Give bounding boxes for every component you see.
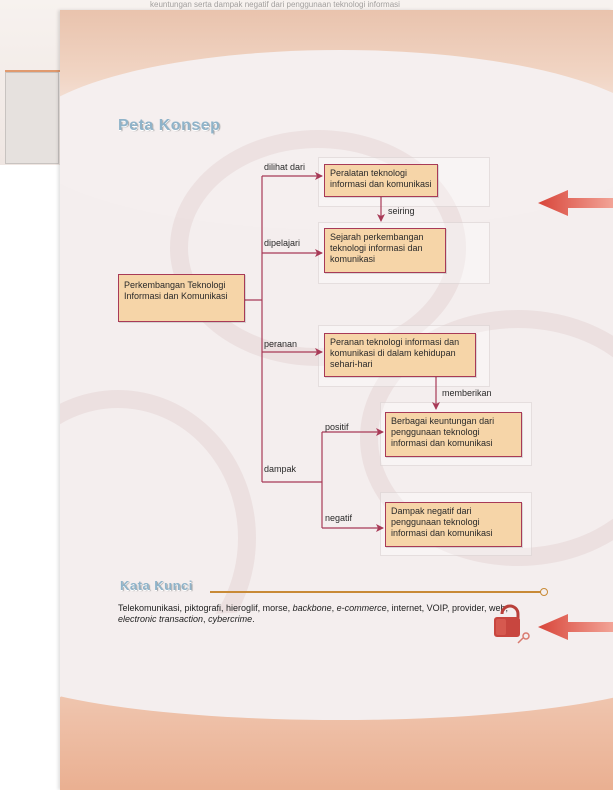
- node-sejarah: Sejarah perkembangan teknologi informasi…: [324, 228, 446, 273]
- node-dampak-negatif: Dampak negatif dari penggunaan teknologi…: [385, 502, 522, 547]
- red-pointer-arrow-icon: [538, 190, 613, 216]
- kata-kunci-term: , internet, VOIP, provider, web,: [386, 603, 509, 613]
- concept-map-title: Peta Konsep: [118, 117, 221, 134]
- main-page: [60, 10, 613, 790]
- node-peranan: Peranan teknologi informasi dan komunika…: [324, 333, 476, 377]
- kata-kunci-term: ,: [203, 614, 209, 624]
- kata-kunci-rule: [210, 591, 543, 593]
- kata-kunci-rule-end: [540, 588, 548, 596]
- kata-kunci-term: backbone: [292, 603, 332, 613]
- red-pointer-arrow-icon: [538, 614, 613, 640]
- edge-label-memberikan: memberikan: [442, 388, 492, 398]
- edge-label-positif: positif: [325, 422, 349, 432]
- edge-label-peranan: peranan: [264, 339, 298, 349]
- kata-kunci-term: e-commerce: [336, 603, 387, 613]
- edge-label-dipelajari: dipelajari: [264, 238, 301, 248]
- kata-kunci-term: ,: [331, 603, 337, 613]
- kata-kunci-term: .: [252, 614, 255, 624]
- node-keuntungan: Berbagai keuntungan dari penggunaan tekn…: [385, 412, 522, 457]
- page-bottom-arc: [60, 610, 613, 720]
- edge-label-seiring: seiring: [388, 206, 415, 216]
- edge-label-dilihat-dari: dilihat dari: [264, 162, 306, 172]
- back-page-tab: [5, 72, 59, 164]
- kata-kunci-title: Kata Kunci: [120, 578, 193, 593]
- node-peralatan: Peralatan teknologi informasi dan komuni…: [324, 164, 438, 197]
- kata-kunci-term: electronic transaction: [118, 614, 204, 624]
- kata-kunci-term: cybercrime: [208, 614, 253, 624]
- node-root: Perkembangan Teknologi Informasi dan Kom…: [118, 274, 245, 322]
- kata-kunci-terms: Telekomunikasi, piktografi, hieroglif, m…: [118, 603, 518, 625]
- padlock-key-icon: [494, 604, 530, 644]
- kata-kunci-term: Telekomunikasi, piktografi, hieroglif, m…: [118, 603, 293, 613]
- edge-label-negatif: negatif: [325, 513, 353, 523]
- back-page-text: keuntungan serta dampak negatif dari pen…: [150, 0, 400, 9]
- edge-label-dampak: dampak: [264, 464, 297, 474]
